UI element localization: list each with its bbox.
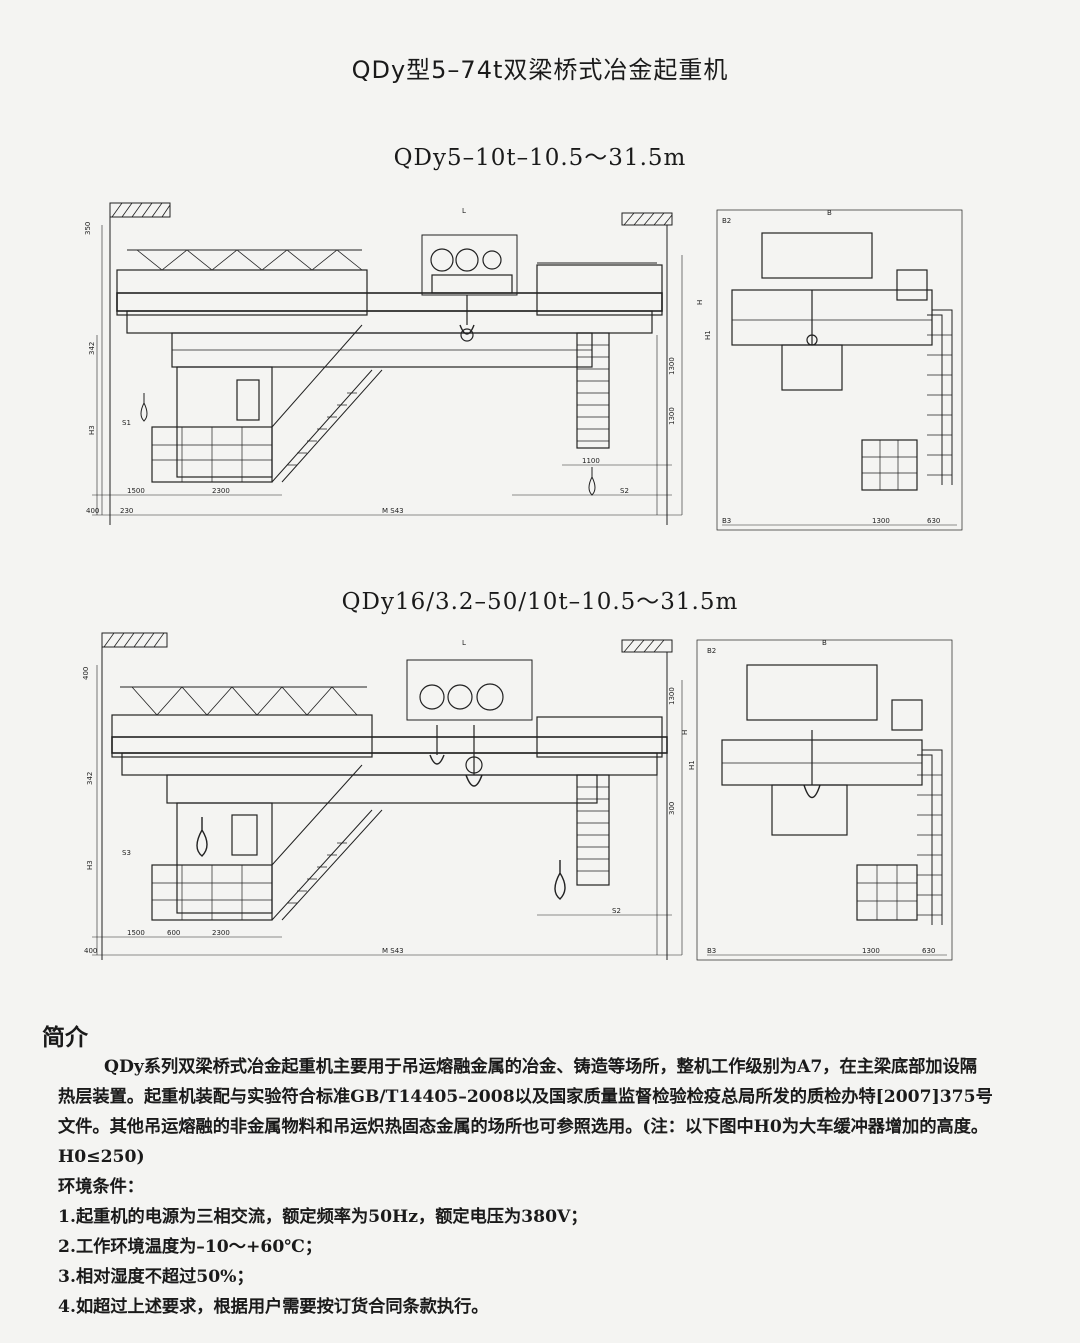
trolley (406, 659, 533, 787)
dim-span: M S43 (382, 947, 404, 955)
dim-400: 400 (86, 507, 99, 515)
dim-1500: 1500 (127, 929, 145, 937)
cab-stair (271, 764, 383, 921)
dim-h: H (696, 300, 704, 305)
crane-drawing-1: 350 342 H3 S1 1500 2300 230 M S43 400 11… (84, 202, 963, 531)
dim-h1: H1 (688, 760, 696, 770)
dim-b: B (822, 639, 827, 647)
dim-1300b: 1300 (862, 947, 880, 955)
document-title: QDy型5–74t双梁桥式冶金起重机 (351, 56, 729, 84)
wall-hatch-right (621, 639, 673, 960)
dim-l: L (462, 639, 466, 647)
dim-630: 630 (927, 517, 940, 525)
right-ladder (576, 332, 610, 449)
dim-r2: 300 (668, 802, 676, 815)
wall-hatch-right (621, 212, 673, 525)
dim-2300: 2300 (212, 929, 230, 937)
dim-s1: S3 (122, 849, 131, 857)
dim-b: B (827, 209, 832, 217)
cab-stair (271, 324, 383, 483)
dim-span: M S43 (382, 507, 404, 515)
intro-paragraph: QDy系列双梁桥式冶金起重机主要用于吊运熔融金属的冶金、铸造等场所，整机工作级别… (58, 1057, 993, 1167)
dim-h1: H1 (704, 330, 712, 340)
dim-b3: B3 (722, 517, 731, 525)
dim-b1: B2 (722, 217, 731, 225)
crane-drawing-2: 400 342 H3 S3 1500 2300 600 M S43 400 S2… (82, 632, 953, 961)
intro-text: QDy系列双梁桥式冶金起重机主要用于吊运熔融金属的冶金、铸造等场所，整机工作级别… (58, 1052, 993, 1322)
dim-s2: S2 (620, 487, 629, 495)
dim-top-left: 400 (82, 667, 90, 680)
dim-2300: 2300 (212, 487, 230, 495)
dim-s2: S2 (612, 907, 621, 915)
dim-left-1: 342 (88, 342, 96, 355)
side-view (716, 209, 963, 531)
section-2-subtitle: QDy16/3.2–50/10t–10.5～31.5m (341, 589, 739, 615)
hook-icon-2 (554, 860, 566, 900)
dim-r1: 1300 (668, 687, 676, 705)
hook-icon-1 (196, 817, 208, 857)
main-girder (116, 249, 663, 368)
right-ladder (576, 774, 610, 886)
dim-600: 600 (167, 929, 180, 937)
trolley (421, 234, 518, 342)
hook-icon-2 (588, 467, 596, 496)
dim-b3: B3 (707, 947, 716, 955)
condition-1: 1.起重机的电源为三相交流，额定频率为50Hz，额定电压为380V； (58, 1207, 588, 1227)
intro-heading: 简介 (42, 1025, 88, 1051)
dim-1100: 1100 (582, 457, 600, 465)
dim-r1: 1300 (668, 357, 676, 375)
dim-top-left: 350 (84, 222, 92, 235)
env-title: 环境条件： (58, 1177, 144, 1197)
section-1-subtitle: QDy5–10t–10.5～31.5m (393, 145, 687, 171)
dim-230: 230 (120, 507, 133, 515)
dim-left-1: 342 (86, 772, 94, 785)
dim-h: H (681, 730, 689, 735)
dim-630: 630 (922, 947, 935, 955)
side-view (696, 639, 953, 961)
operator-cab (151, 366, 273, 483)
operator-cab (151, 802, 273, 921)
condition-3: 3.相对湿度不超过50%； (58, 1267, 254, 1287)
dim-s1: S1 (122, 419, 131, 427)
hook-icon-1 (140, 393, 148, 422)
main-girder (111, 686, 668, 804)
condition-2: 2.工作环境温度为–10～+60℃； (58, 1237, 323, 1257)
wall-hatch-left (101, 632, 168, 960)
condition-4: 4.如超过上述要求，根据用户需要按订货合同条款执行。 (58, 1297, 489, 1317)
wall-hatch-left (109, 202, 171, 525)
dim-1500: 1500 (127, 487, 145, 495)
dim-b1: B2 (707, 647, 716, 655)
dim-400: 400 (84, 947, 97, 955)
dim-left-2: H3 (86, 860, 94, 870)
dim-left-2: H3 (88, 425, 96, 435)
dim-r2: 1300 (668, 407, 676, 425)
dim-l: L (462, 207, 466, 215)
dim-1300b: 1300 (872, 517, 890, 525)
